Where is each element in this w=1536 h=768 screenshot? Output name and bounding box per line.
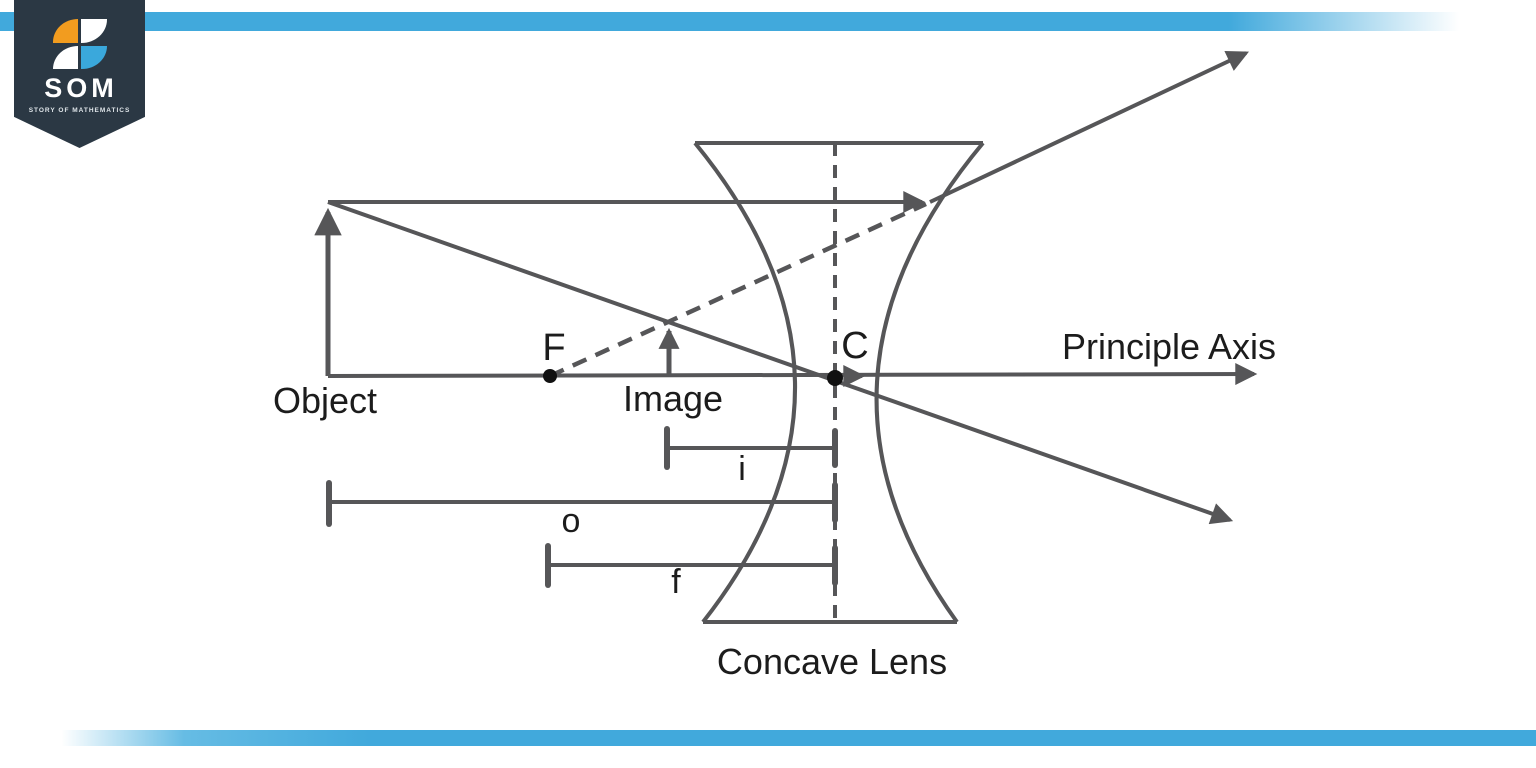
logo-quadrant-white-bottom bbox=[52, 45, 78, 69]
focal-point-dot bbox=[543, 369, 557, 383]
logo-tagline: STORY OF MATHEMATICS bbox=[28, 107, 131, 114]
object-distance-label: o bbox=[561, 502, 581, 540]
image-distance-measure bbox=[664, 426, 838, 470]
object-label: Object bbox=[272, 380, 378, 421]
focal-point-label: F bbox=[542, 327, 566, 369]
central-ray-through-center bbox=[327, 200, 1234, 525]
bottom-accent-bar bbox=[0, 730, 1536, 746]
som-pinwheel-icon bbox=[52, 19, 107, 69]
logo-quadrant-blue bbox=[81, 45, 107, 69]
logo-quadrant-orange bbox=[52, 19, 78, 43]
focal-length-measure bbox=[545, 543, 838, 588]
diagram-title: Concave Lens bbox=[716, 641, 948, 682]
virtual-ray-from-focus-dashed bbox=[549, 201, 927, 379]
lens-left-surface bbox=[693, 141, 797, 624]
som-logo-badge: SOM STORY OF MATHEMATICS bbox=[14, 0, 145, 148]
optical-center-label: C bbox=[841, 325, 869, 367]
principal-axis-line bbox=[327, 363, 1258, 386]
lens-outline bbox=[693, 141, 985, 624]
logo-quadrant-white-top bbox=[81, 19, 107, 43]
image-distance-label: i bbox=[738, 450, 746, 488]
optical-center-dot bbox=[827, 370, 843, 386]
lens-right-surface bbox=[874, 141, 985, 624]
object-distance-measure bbox=[326, 480, 838, 527]
logo-wordmark: SOM bbox=[44, 73, 118, 103]
image-label: Image bbox=[622, 378, 724, 419]
refracted-diverging-ray bbox=[929, 51, 1249, 204]
principal-axis-label: Principle Axis bbox=[1061, 326, 1277, 367]
focal-length-label: f bbox=[671, 563, 681, 601]
top-accent-bar bbox=[0, 12, 1536, 31]
